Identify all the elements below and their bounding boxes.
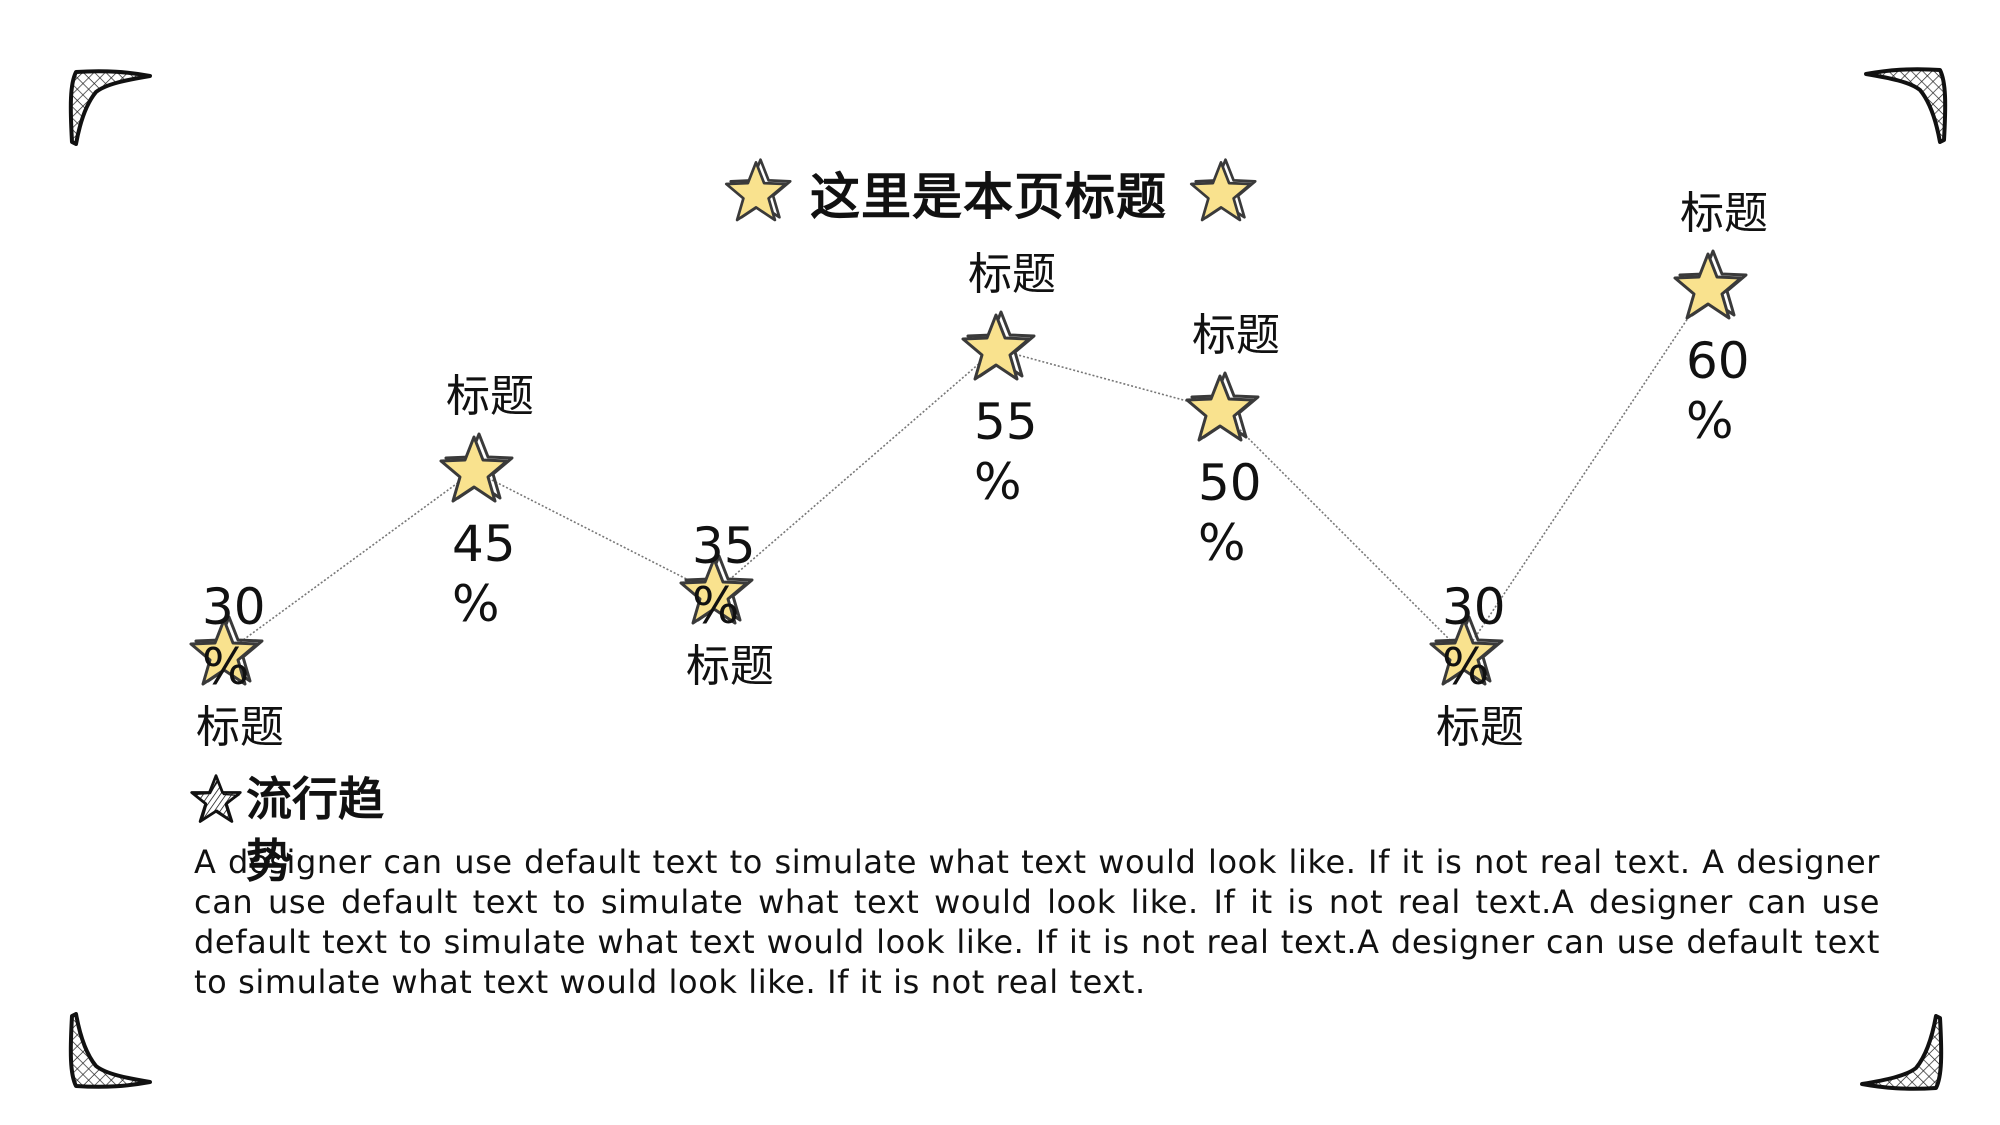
data-point-star-icon [1673, 249, 1748, 320]
series-line-segment [713, 348, 997, 594]
category-label: 标题 [1680, 188, 1768, 239]
category-label: 标题 [686, 641, 774, 692]
category-label: 标题 [968, 249, 1056, 300]
data-point-star-icon [679, 554, 754, 625]
category-label: 标题 [446, 371, 534, 422]
star-icon [1185, 157, 1257, 229]
value-label: 55% [974, 393, 1038, 511]
corner-decoration-top-right [1860, 64, 1950, 154]
corner-ornament-icon [68, 69, 152, 146]
page-title: 这里是本页标题 [810, 168, 1167, 226]
category-label: 标题 [196, 702, 284, 753]
data-point-star-icon [1185, 371, 1260, 442]
corner-ornament-icon [1860, 1014, 1944, 1091]
title-row: 这里是本页标题 [720, 148, 1290, 238]
trend-line-chart: 30% 标题 45% 标题 35% 标题 55% 标题 50% 标题 30% 标题 60% 标题 [189, 188, 1768, 753]
value-label: 60% [1686, 332, 1750, 450]
sketch-star-icon [188, 772, 244, 828]
value-label: 35% [692, 517, 756, 635]
value-label: 30% [202, 578, 266, 696]
corner-decoration-top-left [66, 66, 156, 156]
data-point-star-icon [961, 310, 1036, 381]
series-line-segment [1219, 409, 1465, 655]
corner-ornament-icon [68, 1012, 152, 1089]
section-title: 流行趋势 [246, 772, 384, 888]
series-line-segment [995, 348, 1221, 411]
value-label: 45% [452, 515, 516, 633]
category-label: 标题 [1192, 310, 1280, 361]
section-header: 流行趋势 [188, 768, 418, 888]
corner-ornament-icon [1864, 67, 1948, 144]
value-label: 30% [1442, 578, 1506, 696]
body-paragraph: A designer can use default text to simul… [194, 843, 1880, 1001]
data-point-star-icon [439, 432, 514, 503]
series-line-segment [1463, 287, 1709, 655]
series-line-segment [473, 470, 715, 594]
data-point-star-icon [189, 615, 264, 686]
value-label: 50% [1198, 454, 1262, 572]
corner-decoration-bottom-right [1856, 1004, 1946, 1094]
corner-decoration-bottom-left [66, 1002, 156, 1092]
star-icon [720, 157, 792, 229]
category-label: 标题 [1436, 702, 1524, 753]
data-point-star-icon [1429, 615, 1504, 686]
